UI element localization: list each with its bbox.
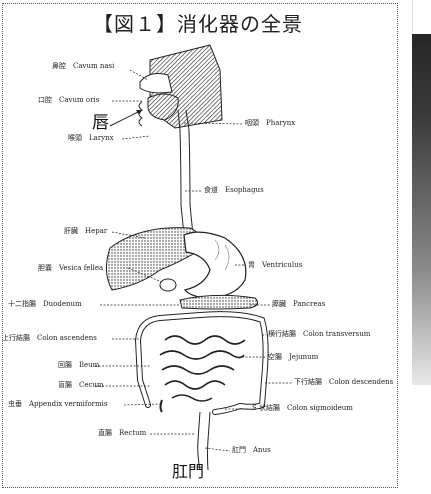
label-ileum: 回腸 Ileum	[58, 361, 99, 370]
label-transverse-colon: 横行結腸 Colon transversum	[268, 330, 370, 339]
label-pancreas: 膵臓 Pancreas	[272, 300, 325, 309]
head-section	[139, 45, 222, 128]
label-nasal-cavity: 鼻腔 Cavum nasi	[52, 62, 114, 71]
side-gradient-bar	[412, 0, 431, 385]
label-cecum: 盲腸 Cecum	[58, 381, 104, 390]
label-descending-colon: 下行結腸 Colon descendens	[294, 378, 393, 387]
colon-shape	[138, 314, 266, 412]
small-intestine-shape	[160, 336, 245, 401]
side-bar-top	[412, 0, 431, 34]
label-pharynx: 咽頭 Pharynx	[245, 119, 295, 128]
label-stomach: 胃 Ventriculus	[248, 261, 302, 270]
label-anus-large: 肛門	[172, 458, 204, 482]
label-oral-cavity: 口腔 Cavum oris	[38, 96, 99, 105]
label-sigmoid-colon: S 状結腸 Colon sigmoideum	[252, 404, 353, 413]
esophagus-tube	[178, 110, 193, 235]
label-lip: 唇	[92, 108, 109, 133]
lip-arrow	[110, 110, 142, 126]
label-ascending-colon: 上行結腸 Colon ascendens	[2, 334, 97, 343]
label-duodenum: 十二指腸 Duodenum	[8, 300, 82, 309]
label-larynx: 喉頭 Larynx	[68, 134, 114, 143]
label-gallbladder: 胆嚢 Vesica fellea	[38, 264, 103, 273]
label-esophagus: 食道 Esophagus	[204, 186, 264, 195]
label-liver: 肝臓 Hepar	[64, 227, 107, 236]
pancreas-shape	[180, 295, 258, 309]
label-rectum: 直腸 Rectum	[98, 429, 146, 438]
label-jejunum: 空腸 Jejunum	[268, 353, 318, 362]
label-appendix: 虫垂 Appendix vermiformis	[8, 400, 108, 409]
label-anus: 肛門 Anus	[232, 446, 271, 455]
gallbladder-shape	[160, 279, 176, 291]
